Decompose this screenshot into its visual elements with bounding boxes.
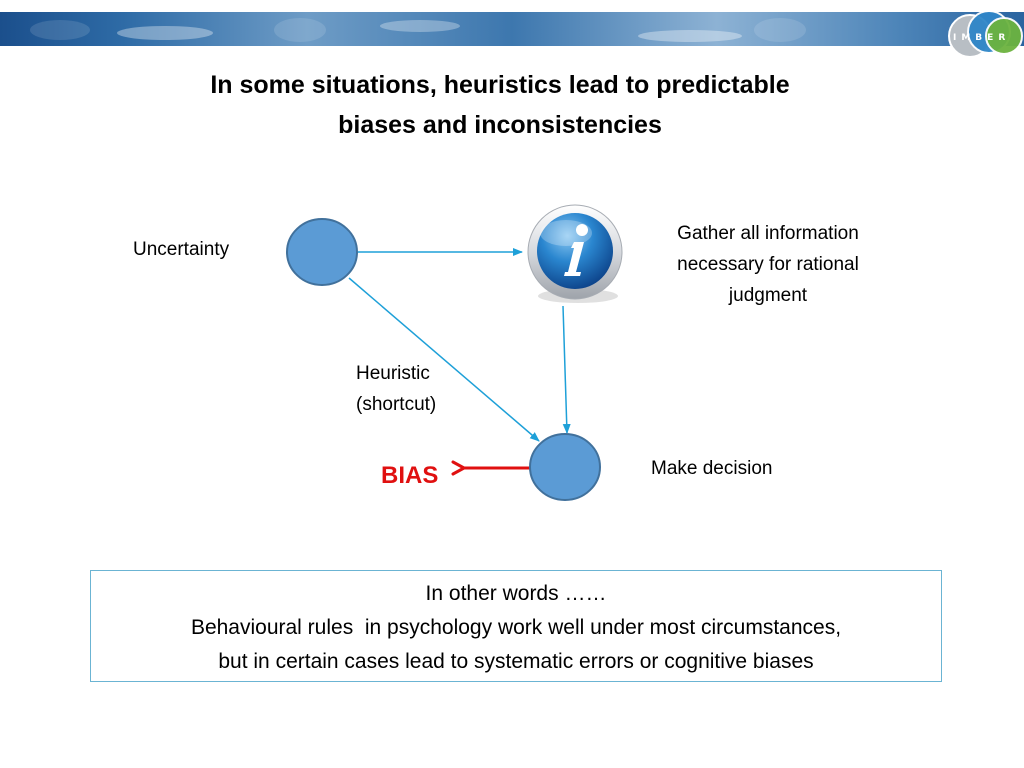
gather-label-line-1: Gather all information	[677, 223, 859, 244]
uncertainty-label: Uncertainty	[133, 239, 230, 260]
banner-shape	[274, 18, 326, 42]
banner-fish-icon	[380, 20, 460, 32]
callout-box: In other words …… Behavioural rules in p…	[90, 570, 942, 682]
gather-label-line-2: necessary for rational	[677, 254, 859, 275]
heuristic-label-line-2: (shortcut)	[356, 394, 437, 415]
heuristic-label-line-1: Heuristic	[356, 363, 430, 384]
slide-title-line-2: biases and inconsistencies	[338, 111, 662, 139]
banner-background	[0, 12, 1024, 46]
gather-information-label: Gather all information necessary for rat…	[618, 218, 918, 311]
make-decision-label: Make decision	[651, 458, 773, 479]
bias-label: BIAS	[381, 462, 439, 489]
callout-line-1: In other words ……	[425, 582, 607, 605]
slide-title: In some situations, heuristics lead to p…	[0, 65, 1000, 145]
imber-logo-icon: IMBER	[948, 10, 1023, 58]
logo-circle-green	[985, 17, 1023, 55]
decision-node	[529, 433, 601, 501]
gather-label-line-3: judgment	[728, 285, 808, 306]
header-banner	[0, 12, 1024, 46]
info-icon-stem	[564, 242, 584, 276]
slide-title-line-1: In some situations, heuristics lead to p…	[210, 71, 790, 99]
info-icon-dot	[576, 224, 588, 236]
banner-fish-icon	[638, 30, 742, 42]
info-icon	[527, 204, 623, 303]
arrow-info-to-decision	[562, 305, 571, 434]
banner-shape	[754, 18, 806, 42]
logo-text: IMBER	[953, 33, 1010, 43]
callout-line-3: but in certain cases lead to systematic …	[218, 650, 814, 673]
uncertainty-node	[286, 218, 358, 286]
banner-shape	[30, 20, 90, 40]
arrow-heuristic-shortcut	[348, 277, 540, 442]
banner-fish-icon	[117, 26, 213, 40]
heuristic-label: Heuristic (shortcut)	[356, 358, 436, 420]
callout-line-2: Behavioural rules in psychology work wel…	[190, 616, 842, 639]
